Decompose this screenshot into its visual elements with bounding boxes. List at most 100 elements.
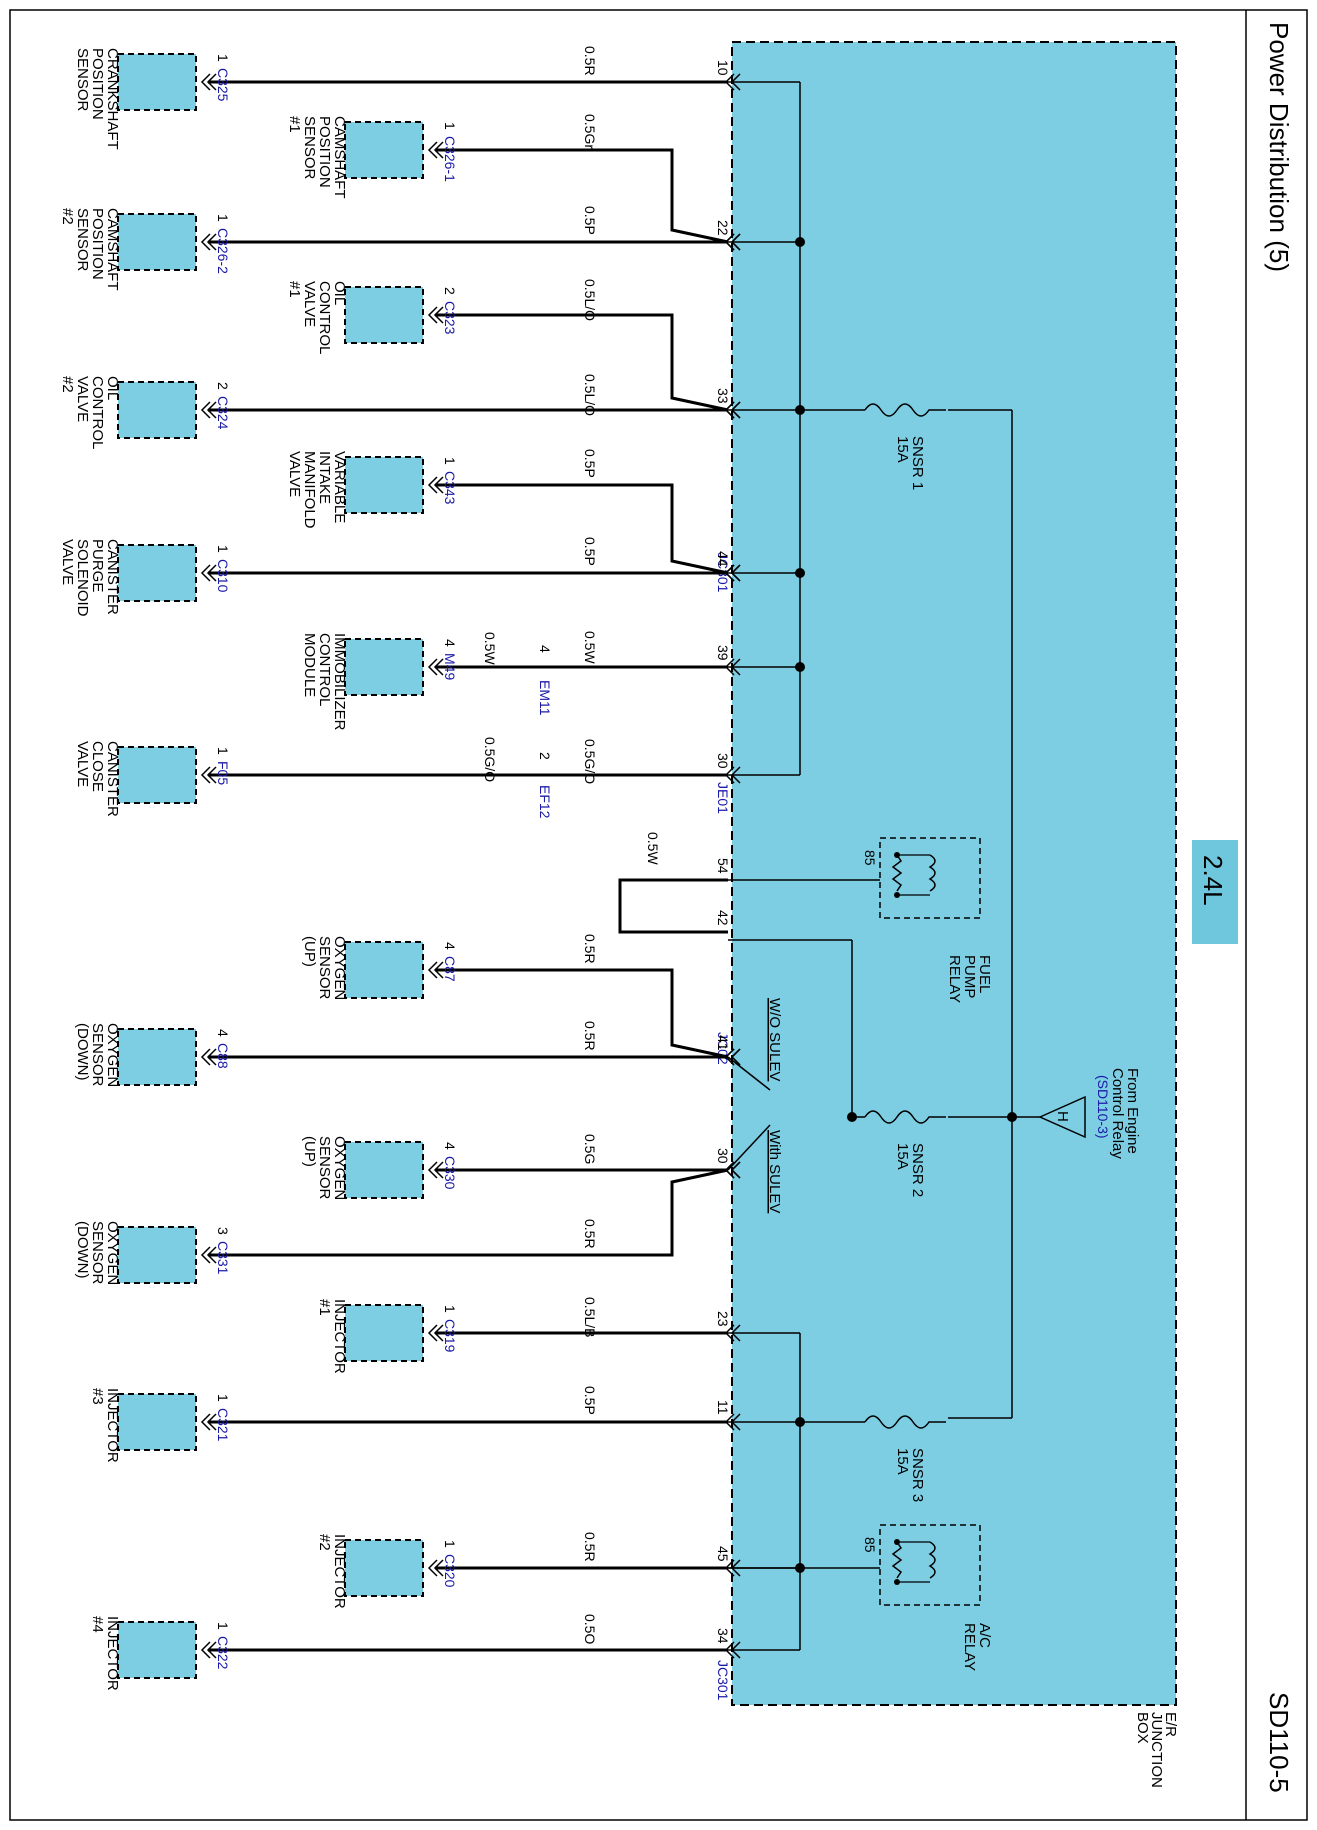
- component-name: INJECTOR: [104, 1388, 121, 1463]
- component-name: PURGE: [89, 539, 106, 592]
- connector-pin-number: 1: [215, 1622, 231, 1630]
- svg-text:SNSR 2: SNSR 2: [909, 1143, 926, 1197]
- component-name: OXYGEN: [331, 936, 348, 1000]
- component-name: #2: [59, 376, 76, 393]
- svg-text:85: 85: [862, 850, 878, 866]
- svg-text:2.4L: 2.4L: [1198, 855, 1228, 906]
- wire-spec: 0.5R: [582, 1219, 598, 1249]
- wire-spec: 0.5P: [582, 206, 598, 235]
- wire: [435, 483, 729, 575]
- component-name: VALVE: [301, 281, 318, 327]
- wire: [208, 1168, 729, 1257]
- component-name: SOLENOID: [74, 539, 91, 617]
- wire: [435, 968, 729, 1059]
- connector-id: C321: [215, 1408, 231, 1442]
- box-pin-symbol: [724, 401, 741, 419]
- svg-text:EM11: EM11: [537, 680, 553, 716]
- component-name: SENSOR: [89, 1023, 106, 1087]
- component-name: POSITION: [89, 48, 106, 120]
- component-name: CRANKSHAFT: [104, 48, 121, 150]
- component-name: OIL: [331, 281, 348, 305]
- svg-text:EF12: EF12: [537, 785, 553, 819]
- connector-id: C87: [442, 956, 458, 982]
- svg-text:Control Relay: Control Relay: [1109, 1068, 1126, 1159]
- svg-text:15A: 15A: [894, 1143, 911, 1170]
- component-name: VALVE: [286, 451, 303, 497]
- component-name: VARIABLE: [331, 451, 348, 523]
- svg-text:A/C: A/C: [976, 1623, 993, 1648]
- wire: [435, 148, 729, 244]
- svg-text:SNSR 3: SNSR 3: [909, 1448, 926, 1502]
- box-pin-number: 33: [715, 388, 731, 404]
- box-pin-symbol: [724, 1559, 741, 1577]
- svg-text:SNSR 1: SNSR 1: [909, 436, 926, 490]
- connector-id: C343: [442, 471, 458, 505]
- variant-labels: W/O SULEV With SULEV: [766, 998, 783, 1213]
- connector-id: C310: [215, 559, 231, 593]
- connector-id: C322: [215, 1636, 231, 1670]
- wire-spec: 0.5R: [582, 46, 598, 76]
- engine-badge: 2.4L: [1192, 840, 1238, 944]
- connector-pin-number: 1: [442, 1305, 458, 1313]
- component-name: SENSOR: [89, 1221, 106, 1285]
- component-box: [344, 286, 424, 344]
- jumper-54-42: 0.5W 54 42: [618, 832, 731, 934]
- component-name: VALVE: [74, 376, 91, 422]
- component-box: [117, 1226, 197, 1284]
- component-name: POSITION: [316, 116, 333, 188]
- connector-pin-number: 4: [442, 1142, 458, 1150]
- box-pin-symbol: [724, 766, 741, 784]
- component-box: [344, 1141, 424, 1199]
- component-box: [117, 53, 197, 111]
- component-box: [344, 121, 424, 179]
- wire-spec: 0.5R: [582, 934, 598, 964]
- connector-pin-number: 4: [442, 942, 458, 950]
- component-name: CANISTER: [104, 539, 121, 615]
- component-box: [117, 544, 197, 602]
- box-pin-number: 44: [715, 551, 731, 567]
- component-box: [344, 638, 424, 696]
- component-box: [117, 1028, 197, 1086]
- wire-spec: 0.5W: [582, 631, 598, 664]
- component-name: CLOSE: [89, 741, 106, 792]
- svg-text:From Engine: From Engine: [1124, 1068, 1141, 1154]
- component-name: #4: [89, 1616, 106, 1633]
- component-name: POSITION: [89, 208, 106, 280]
- connector-pin-number: 1: [442, 1540, 458, 1548]
- component-name: VALVE: [74, 741, 91, 787]
- svg-text:JE01: JE01: [715, 782, 731, 814]
- wire-spec: 0.5L/O: [582, 279, 598, 321]
- connector-id: C324: [215, 396, 231, 430]
- box-pin-number: 11: [715, 1400, 731, 1415]
- component-name: INJECTOR: [104, 1616, 121, 1691]
- box-pin-symbol: [724, 233, 741, 251]
- component-name: OXYGEN: [104, 1221, 121, 1285]
- svg-text:85: 85: [862, 1537, 878, 1553]
- wire-spec: 0.5P: [582, 449, 598, 478]
- box-pin-symbol: [724, 1161, 741, 1179]
- wire-spec: 0.5P: [582, 537, 598, 566]
- connector-pin-number: 4: [442, 639, 458, 647]
- component-box: [117, 1393, 197, 1451]
- component-name: #1: [316, 1299, 333, 1316]
- connector-id: M49: [442, 653, 458, 680]
- wire-spec: 0.5P: [582, 1386, 598, 1415]
- component-name: OXYGEN: [104, 1023, 121, 1087]
- component-name: SENSOR: [74, 48, 91, 112]
- connector-pin-number: 1: [215, 545, 231, 553]
- engine-control-relay-source: H From Engine Control Relay (SD110-3): [1012, 1068, 1141, 1159]
- fuse-snsr3: SNSR 3 15A: [864, 1415, 946, 1502]
- component-name: #1: [286, 116, 303, 133]
- box-connector-labels: JC301 JE01 JC02 JC301: [715, 552, 731, 1701]
- box-pin-number: 45: [715, 1546, 731, 1562]
- svg-text:42: 42: [715, 910, 731, 926]
- component-box: [117, 746, 197, 804]
- svg-text:54: 54: [715, 858, 731, 874]
